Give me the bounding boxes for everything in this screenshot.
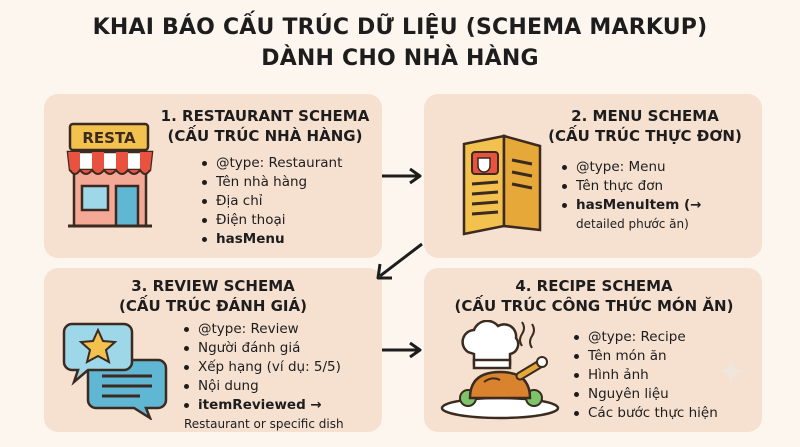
- arrow-restaurant-to-menu: [382, 167, 422, 185]
- review-chat-star-icon: [62, 322, 168, 420]
- list-item: Nội dung: [184, 377, 379, 396]
- list-item: hasMenu: [202, 230, 342, 249]
- list-item: Xếp hạng (ví dụ: 5/5): [184, 358, 379, 377]
- recipe-schema-card: 4. RECIPE SCHEMA (CẤU TRÚC CÔNG THỨC MÓN…: [424, 268, 762, 432]
- list-item: Tên nhà hàng: [202, 173, 342, 192]
- arrow-review-to-recipe: [382, 341, 422, 359]
- recipe-schema-title: 4. RECIPE SCHEMA (CẤU TRÚC CÔNG THỨC MÓN…: [454, 277, 734, 315]
- review-schema-title: 3. REVIEW SCHEMA (CẤU TRÚC ĐÁNH GIÁ): [119, 277, 307, 315]
- list-item: Địa chỉ: [202, 192, 342, 211]
- title-line-2: DÀNH CHO NHÀ HÀNG: [261, 46, 539, 71]
- list-item: @type: Recipe: [574, 328, 718, 347]
- restaurant-schema-title: 1. RESTAURANT SCHEMA (CẤU TRÚC NHÀ HÀNG): [160, 107, 370, 145]
- chef-hat-roast-chicken-icon: [440, 320, 560, 420]
- review-schema-list: @type: Review Người đánh giá Xếp hạng (v…: [184, 320, 379, 434]
- menu-book-icon: [462, 134, 542, 236]
- list-item: hasMenuItem (→detailed phước ăn): [562, 196, 752, 234]
- list-item: @type: Menu: [562, 158, 752, 177]
- menu-schema-list: @type: Menu Tên thực đơn hasMenuItem (→d…: [562, 158, 752, 234]
- list-item: Nguyên liệu: [574, 385, 718, 404]
- list-item: Các bước thực hiện: [574, 404, 718, 423]
- restaurant-storefront-icon: RESTA: [66, 122, 154, 228]
- menu-schema-card: 2. MENU SCHEMA (CẤU TRÚC THỰC ĐƠN) @type…: [424, 94, 762, 258]
- arrow-menu-to-review: [376, 242, 423, 280]
- list-item: Tên thực đơn: [562, 177, 752, 196]
- list-item: itemReviewed →Restaurant or specific dis…: [184, 396, 379, 434]
- sparkle-icon: [719, 359, 743, 383]
- list-item: @type: Review: [184, 320, 379, 339]
- title-line-1: KHAI BÁO CẤU TRÚC DỮ LIỆU (SCHEMA MARKUP…: [92, 15, 708, 40]
- list-item: @type: Restaurant: [202, 154, 342, 173]
- review-schema-card: 3. REVIEW SCHEMA (CẤU TRÚC ĐÁNH GIÁ) @ty…: [44, 268, 382, 432]
- list-item: Điện thoại: [202, 211, 342, 230]
- menu-schema-title: 2. MENU SCHEMA (CẤU TRÚC THỰC ĐƠN): [548, 107, 742, 145]
- store-sign-text: RESTA: [82, 129, 136, 147]
- recipe-schema-list: @type: Recipe Tên món ăn Hình ảnh Nguyên…: [574, 328, 718, 423]
- list-item: Hình ảnh: [574, 366, 718, 385]
- restaurant-schema-card: RESTA 1. RESTAURANT SCHEMA (CẤU TRÚC NHÀ…: [44, 94, 382, 258]
- restaurant-schema-list: @type: Restaurant Tên nhà hàng Địa chỉ Đ…: [202, 154, 342, 249]
- list-item: Người đánh giá: [184, 339, 379, 358]
- list-item: Tên món ăn: [574, 347, 718, 366]
- page-title: KHAI BÁO CẤU TRÚC DỮ LIỆU (SCHEMA MARKUP…: [0, 12, 800, 74]
